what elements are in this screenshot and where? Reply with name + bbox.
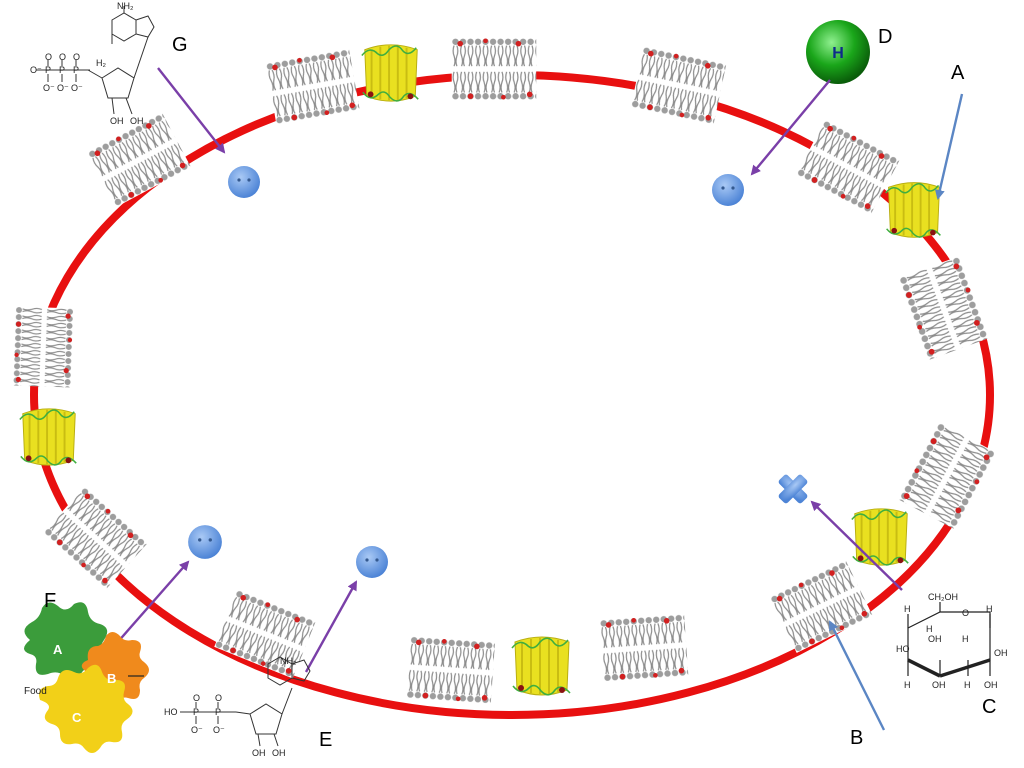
glucose-oh4: OH xyxy=(984,680,998,690)
adp-oh-left: OH xyxy=(252,748,266,758)
label-f: F xyxy=(44,590,57,612)
atp-o-top3: O xyxy=(73,52,80,62)
label-c: C xyxy=(982,696,997,718)
adp-o-top2: O xyxy=(215,693,222,703)
purple-arrows xyxy=(115,67,903,673)
glucose-h3: H xyxy=(926,624,933,634)
lipid-block xyxy=(214,589,316,679)
lipid-block xyxy=(796,119,900,215)
label-b: B xyxy=(850,727,864,749)
particle-sphere xyxy=(356,546,388,578)
enzyme-cluster: A B C Food xyxy=(24,602,149,753)
arrow-e-to-particle xyxy=(304,580,358,673)
glucose-oh3: OH xyxy=(932,680,946,690)
hydrogen-symbol: H xyxy=(832,45,844,62)
adp-amine-label: NH₂ xyxy=(280,656,297,666)
adp-p2: P xyxy=(215,707,221,717)
atp-p2: P xyxy=(59,65,65,75)
particle-sphere xyxy=(188,525,222,559)
atp-o-minus-left: O⁻ xyxy=(30,65,42,75)
label-g: G xyxy=(172,34,188,56)
glucose-h2: H xyxy=(986,604,993,614)
enzyme-b-label: B xyxy=(107,671,116,686)
glucose-h4: H xyxy=(962,634,969,644)
label-d: D xyxy=(878,26,893,48)
lipid-block xyxy=(87,112,192,207)
arrow-c-to-x xyxy=(810,500,903,591)
atp-o-top2: O xyxy=(59,52,66,62)
lipid-block xyxy=(769,560,873,653)
adp-o-top1: O xyxy=(193,693,200,703)
glucose-h6: H xyxy=(964,680,971,690)
atp-ch2: H₂ xyxy=(96,58,106,68)
enzyme-a-label: A xyxy=(53,642,63,657)
arrow-g-to-particle xyxy=(157,67,226,154)
enzyme-c-blob xyxy=(39,664,133,753)
hydrogen-sphere: H xyxy=(806,20,870,84)
particle-sphere xyxy=(228,166,260,198)
glucose-h5: H xyxy=(904,680,911,690)
blue-arrows xyxy=(828,93,964,731)
atp-oh-left: OH xyxy=(110,116,124,126)
channel-protein xyxy=(850,507,910,567)
atp-o-minus-3: O⁻ xyxy=(71,83,83,93)
channel-protein xyxy=(884,181,942,239)
lipid-block xyxy=(12,306,74,388)
particle-sphere xyxy=(712,174,744,206)
lipid-block xyxy=(599,613,689,682)
channel-protein xyxy=(360,43,420,103)
glucose-ch2oh: CH₂OH xyxy=(928,592,958,602)
atp-p1: P xyxy=(45,65,51,75)
lipid-block xyxy=(898,256,989,361)
label-e: E xyxy=(319,729,333,751)
adp-ho: HO xyxy=(164,707,178,717)
channel-protein xyxy=(18,407,78,467)
atp-amine-label: NH₂ xyxy=(117,1,134,11)
atp-molecule: NH₂ P P P O O O O⁻ O⁻ O⁻ O⁻ H₂ OH OH xyxy=(30,1,155,126)
atp-o-minus-2: O⁻ xyxy=(57,83,69,93)
adp-o-minus-2: O⁻ xyxy=(213,725,225,735)
arrow-f-to-particle xyxy=(115,560,190,645)
arrow-b xyxy=(828,620,886,731)
adp-oh-right: OH xyxy=(272,748,286,758)
glucose-oh1: OH xyxy=(928,634,942,644)
glucose-ho: HO xyxy=(896,644,910,654)
atp-p3: P xyxy=(73,65,79,75)
glucose-h1: H xyxy=(904,604,911,614)
adp-o-minus-1: O⁻ xyxy=(191,725,203,735)
adp-p1: P xyxy=(193,707,199,717)
label-a: A xyxy=(951,62,965,84)
arrow-a xyxy=(934,93,964,200)
lipid-block xyxy=(406,636,496,704)
lipid-block xyxy=(898,422,996,530)
arrow-d-to-particle xyxy=(750,79,831,176)
enzyme-c-label: C xyxy=(72,710,82,725)
transported-particles xyxy=(188,166,744,578)
glucose-ring-o: O xyxy=(962,608,969,618)
channel-protein xyxy=(510,635,572,697)
food-label: Food xyxy=(24,686,47,697)
lipid-block xyxy=(265,48,360,125)
glucose-oh2: OH xyxy=(994,648,1008,658)
atp-o-top1: O xyxy=(45,52,52,62)
lipid-bilayer-segments xyxy=(12,38,996,704)
lipid-block xyxy=(451,38,537,100)
glucose-molecule: CH₂OH O H H H HO OH H OH H OH H OH xyxy=(896,592,1008,690)
x-shaped-particle xyxy=(778,474,808,504)
atp-oh-right: OH xyxy=(130,116,144,126)
adp-molecule: NH₂ HO P P O O O⁻ O⁻ OH OH xyxy=(164,656,311,758)
atp-o-minus-1: O⁻ xyxy=(43,83,55,93)
lipid-block xyxy=(630,46,727,125)
